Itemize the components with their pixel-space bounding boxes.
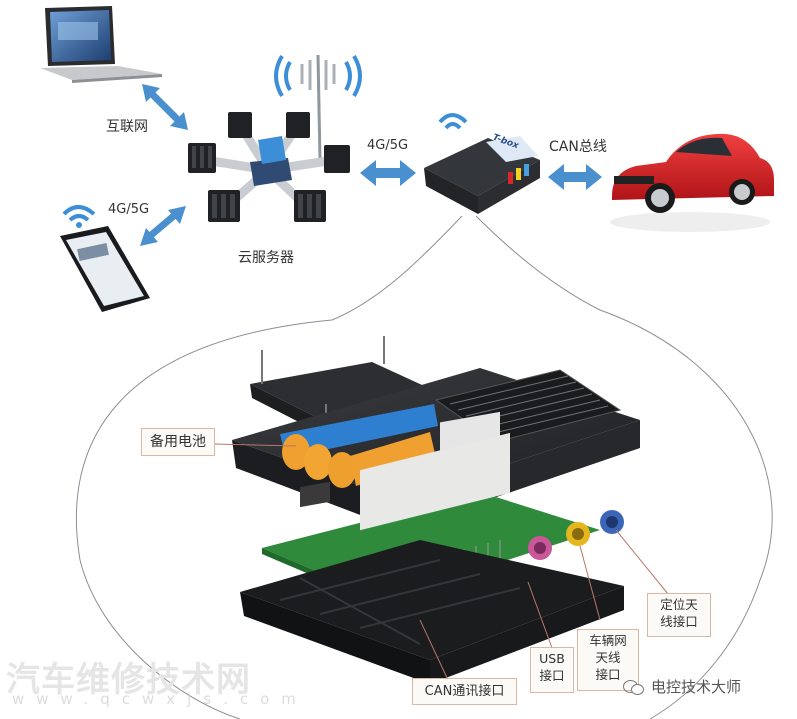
can-port-callout: CAN通讯接口 (412, 678, 517, 705)
magnify-bubble-outline (75, 215, 773, 719)
wechat-icon (623, 678, 645, 696)
laptop-icon (40, 6, 162, 83)
vehicle-antenna-callout: 车辆网 天线 接口 (577, 629, 639, 691)
wechat-watermark: 电控技术大师 (623, 676, 741, 697)
usb-port-callout: USB 接口 (530, 647, 574, 693)
usb-port-callout-line2: 接口 (539, 668, 565, 683)
cloud-server-label: 云服务器 (238, 250, 294, 266)
cell-tower-icon (274, 54, 362, 161)
tbox-bottom-tray-icon (240, 540, 624, 684)
gps-antenna-callout: 定位天 线接口 (647, 593, 711, 637)
tbox-link-arrow-icon (360, 160, 416, 186)
smartphone-icon (60, 226, 150, 312)
usb-port-callout-line1: USB (539, 651, 565, 666)
phone-link-arrow-icon (140, 206, 186, 246)
internet-label: 互联网 (106, 119, 148, 135)
can-bus-arrow-icon (548, 164, 602, 190)
wifi-icon (62, 205, 96, 228)
car-icon (610, 133, 774, 232)
internet-arrow-icon (142, 84, 188, 130)
phone-link-label: 4G/5G (108, 202, 150, 217)
cloud-server-icon (188, 112, 350, 222)
tbox-device-icon (424, 113, 540, 214)
backup-battery-callout: 备用电池 (141, 428, 215, 456)
gps-antenna-callout-line1: 定位天 (660, 597, 698, 612)
site-watermark: 汽车维修技术网 (6, 660, 251, 700)
wechat-account-name: 电控技术大师 (651, 678, 742, 696)
tbox-link-label: 4G/5G (367, 138, 409, 153)
vehicle-antenna-callout-line1: 车辆网 (589, 633, 627, 648)
can-bus-label: CAN总线 (549, 139, 607, 155)
callout-leader-lines (213, 443, 669, 681)
vehicle-antenna-callout-line3: 接口 (595, 667, 621, 682)
gps-antenna-callout-line2: 线接口 (660, 614, 698, 629)
site-url-watermark: www.qcwxjs.com (12, 690, 308, 708)
vehicle-antenna-callout-line2: 天线 (595, 650, 621, 665)
